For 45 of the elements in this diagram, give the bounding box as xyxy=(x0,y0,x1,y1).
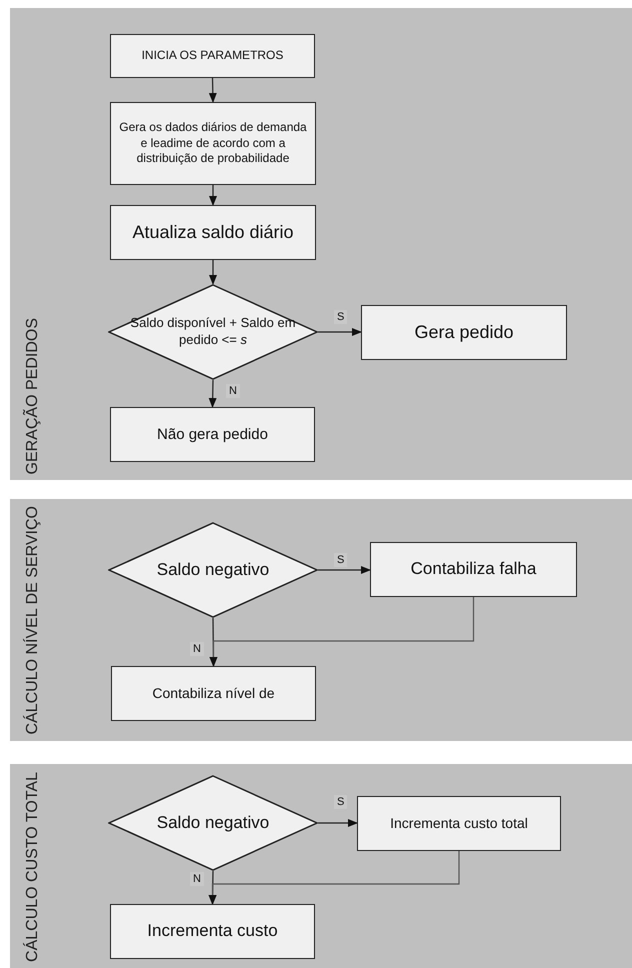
process-box xyxy=(361,305,567,360)
process-box xyxy=(110,34,315,78)
decision-diamond xyxy=(108,522,318,618)
process-box xyxy=(110,205,316,260)
swimlane-band xyxy=(10,499,632,741)
process-box xyxy=(111,666,316,721)
arrow xyxy=(210,597,474,667)
process-box xyxy=(110,102,316,185)
process-box xyxy=(110,407,315,462)
decision-diamond xyxy=(108,775,318,871)
node-text: Atualiza saldo diário xyxy=(132,220,294,244)
swimlane-band xyxy=(10,8,632,480)
arrow xyxy=(208,380,217,408)
process-box xyxy=(110,904,315,959)
node-text: Saldo disponível + Saldo em pedido <= s xyxy=(129,315,297,349)
node-text: Contabiliza falha xyxy=(410,558,536,580)
node-text: Não gera pedido xyxy=(157,424,268,444)
node-text: Saldo negativo xyxy=(156,558,270,581)
process-box xyxy=(370,542,577,597)
arrow xyxy=(208,78,217,103)
arrow xyxy=(208,851,460,905)
edge-label: S xyxy=(334,553,348,567)
node-text: Gera pedido xyxy=(414,320,514,344)
node-text: Incrementa custo total xyxy=(390,814,528,833)
lane-heading: CÁLCULO NÍVEL DE SERVIÇO xyxy=(24,506,42,735)
node-text: Incrementa custo xyxy=(147,920,278,942)
node-text: Gera os dados diários de demanda e leadime de acordo com a distribuição de probabilidade xyxy=(119,120,307,167)
edge-label: S xyxy=(334,310,348,324)
swimlane-band xyxy=(10,764,632,968)
process-box xyxy=(357,796,561,851)
edge-label: N xyxy=(190,872,204,886)
edge-label: S xyxy=(334,795,348,809)
lane-heading: CÁLCULO CUSTO TOTAL xyxy=(24,772,42,962)
edge-label: N xyxy=(190,642,204,656)
lane-heading: GERAÇÃO PEDIDOS xyxy=(24,318,42,474)
arrow xyxy=(209,260,217,285)
arrow xyxy=(318,566,371,574)
decision-diamond xyxy=(108,284,318,380)
node-text: INICIA OS PARAMETROS xyxy=(142,48,284,64)
node-text: Saldo negativo xyxy=(156,812,270,834)
arrow xyxy=(318,819,358,827)
edge-label: N xyxy=(226,384,240,398)
arrow xyxy=(209,185,217,206)
arrow xyxy=(318,328,362,336)
node-text: Contabiliza nível de xyxy=(152,684,275,703)
